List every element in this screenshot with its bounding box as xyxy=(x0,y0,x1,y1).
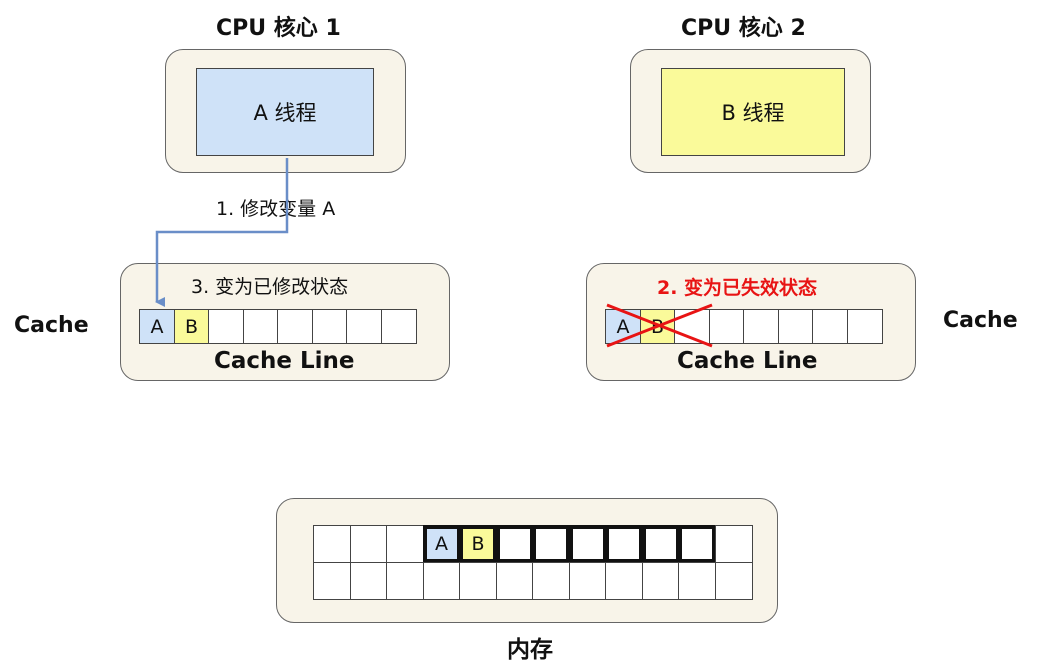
memory-cell xyxy=(714,561,753,600)
memory-cell xyxy=(495,525,534,563)
cache2-line-label: Cache Line xyxy=(677,348,818,374)
cache2-cell xyxy=(674,309,710,344)
cache2-line: A B xyxy=(605,309,883,344)
memory-cell xyxy=(641,561,680,600)
memory-cell xyxy=(349,561,388,600)
cache2-panel: 2. 变为已失效状态 A B Cache Line xyxy=(586,263,916,381)
cache2-cell-a: A xyxy=(605,309,641,344)
memory-cell-b: B xyxy=(459,525,497,563)
core2-panel: B 线程 xyxy=(630,49,871,173)
cache1-panel: 3. 变为已修改状态 A B Cache Line xyxy=(120,263,450,381)
cache2-status-label: 2. 变为已失效状态 xyxy=(657,277,818,299)
cache2-cell xyxy=(777,309,814,344)
memory-cell xyxy=(714,525,753,563)
memory-cell xyxy=(422,561,461,600)
cache1-line: A B xyxy=(139,309,417,344)
memory-cell xyxy=(495,561,534,600)
thread-a: A 线程 xyxy=(196,68,374,156)
core1-title: CPU 核心 1 xyxy=(216,16,341,41)
memory-cell-a: A xyxy=(422,525,461,563)
cache1-cell xyxy=(242,309,279,344)
cache1-cell-a: A xyxy=(139,309,175,344)
cache2-cell-b: B xyxy=(639,309,676,344)
core1-panel: A 线程 xyxy=(165,49,406,173)
thread-b-label: B 线程 xyxy=(721,101,785,125)
memory-cell xyxy=(532,561,570,600)
memory-cell xyxy=(678,561,716,600)
thread-b: B 线程 xyxy=(661,68,845,156)
cache1-line-label: Cache Line xyxy=(214,348,355,374)
cache2-cell xyxy=(743,309,779,344)
memory-cell xyxy=(386,525,424,563)
memory-cell xyxy=(532,525,570,563)
memory-grid: A B xyxy=(313,525,753,600)
memory-cell xyxy=(313,561,351,600)
cache1-cell xyxy=(311,309,348,344)
memory-cell xyxy=(459,561,497,600)
memory-cell xyxy=(349,525,388,563)
memory-panel: A B xyxy=(276,498,778,623)
core2-title: CPU 核心 2 xyxy=(681,16,806,41)
cache1-cell xyxy=(277,309,313,344)
memory-cell xyxy=(678,525,716,563)
memory-cell xyxy=(605,561,643,600)
cache2-side-label: Cache xyxy=(943,308,1018,333)
cache1-side-label: Cache xyxy=(14,313,89,338)
memory-cell xyxy=(568,561,607,600)
cache1-status-label: 3. 变为已修改状态 xyxy=(191,276,349,298)
cache1-cell xyxy=(380,309,417,344)
cache1-cell-b: B xyxy=(173,309,210,344)
cache2-cell xyxy=(846,309,883,344)
cache2-cell xyxy=(812,309,848,344)
step1-label: 1. 修改变量 A xyxy=(214,194,338,221)
thread-a-label: A 线程 xyxy=(253,101,317,125)
memory-cell xyxy=(605,525,643,563)
cache1-cell xyxy=(208,309,244,344)
memory-cell xyxy=(568,525,607,563)
memory-label: 内存 xyxy=(507,637,553,663)
cache2-cell xyxy=(708,309,745,344)
memory-cell xyxy=(386,561,424,600)
memory-cell xyxy=(313,525,351,563)
memory-cell xyxy=(641,525,680,563)
cache1-cell xyxy=(346,309,382,344)
